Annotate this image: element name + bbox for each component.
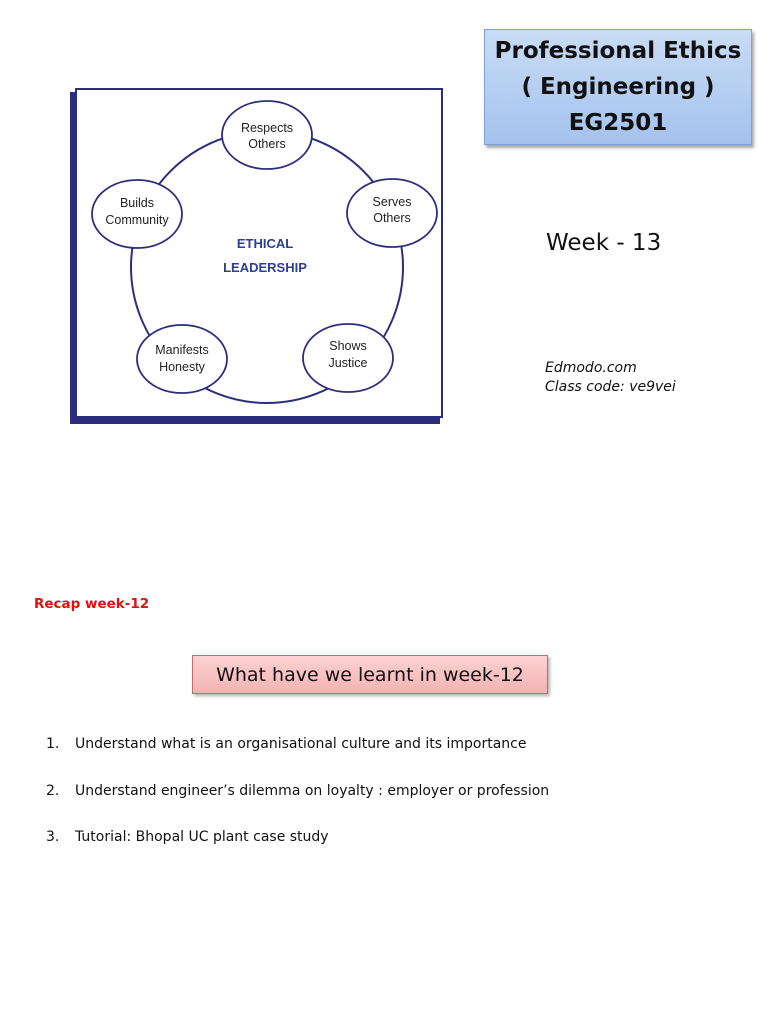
node-label-line2: Honesty [159,360,206,374]
center-label-line1: ETHICAL [237,236,293,251]
node-serves-others: Serves Others [346,178,438,248]
list-item: 2. Understand engineer’s dilemma on loya… [46,783,549,806]
course-code: EG2501 [568,110,668,136]
diagram-svg: ETHICAL LEADERSHIP Respects Others Serve… [91,100,438,404]
list-item: 3. Tutorial: Bhopal UC plant case study [46,829,549,852]
node-label-line1: Shows [329,339,367,353]
node-label-line1: Respects [241,121,293,135]
node-label-line1: Serves [373,195,412,209]
node-respects-others: Respects Others [221,100,313,170]
course-subtitle: ( Engineering ) [521,74,715,100]
ethical-leadership-diagram: ETHICAL LEADERSHIP Respects Others Serve… [70,88,444,424]
list-item-text: Understand what is an organisational cul… [75,736,527,752]
node-ellipse [221,100,313,170]
edmodo-info: Edmodo.com Class code: ve9vei [545,359,676,397]
list-item-text: Tutorial: Bhopal UC plant case study [75,829,329,845]
list-item-number: 3. [46,829,60,845]
node-label-line2: Community [105,213,169,227]
center-label-line2: LEADERSHIP [223,260,307,275]
list-item-text: Understand engineer’s dilemma on loyalty… [75,782,550,799]
node-ellipse [136,324,228,394]
list-item-number: 1. [46,736,60,752]
recap-heading: Recap week-12 [34,596,150,612]
node-label-line2: Others [373,211,411,225]
course-title-box: Professional Ethics ( Engineering ) EG25… [484,29,752,145]
class-code: Class code: ve9vei [545,379,676,395]
node-label-line2: Others [248,137,286,151]
node-ellipse [346,178,438,248]
course-title: Professional Ethics [494,38,742,64]
learnt-heading: What have we learnt in week-12 [216,663,524,686]
node-label-line1: Manifests [155,343,209,357]
node-label-line2: Justice [329,356,368,370]
node-label-line1: Builds [120,196,154,210]
node-shows-justice: Shows Justice [302,323,394,393]
edmodo-site: Edmodo.com [545,360,637,376]
learnt-heading-box: What have we learnt in week-12 [192,655,548,694]
node-ellipse [302,323,394,393]
week-label: Week - 13 [546,230,662,256]
list-item-number: 2. [46,782,60,799]
node-builds-community: Builds Community [91,179,183,249]
learning-list: 1. Understand what is an organisational … [46,736,549,876]
node-ellipse [91,179,183,249]
list-item: 1. Understand what is an organisational … [46,736,549,759]
node-manifests-honesty: Manifests Honesty [136,324,228,394]
